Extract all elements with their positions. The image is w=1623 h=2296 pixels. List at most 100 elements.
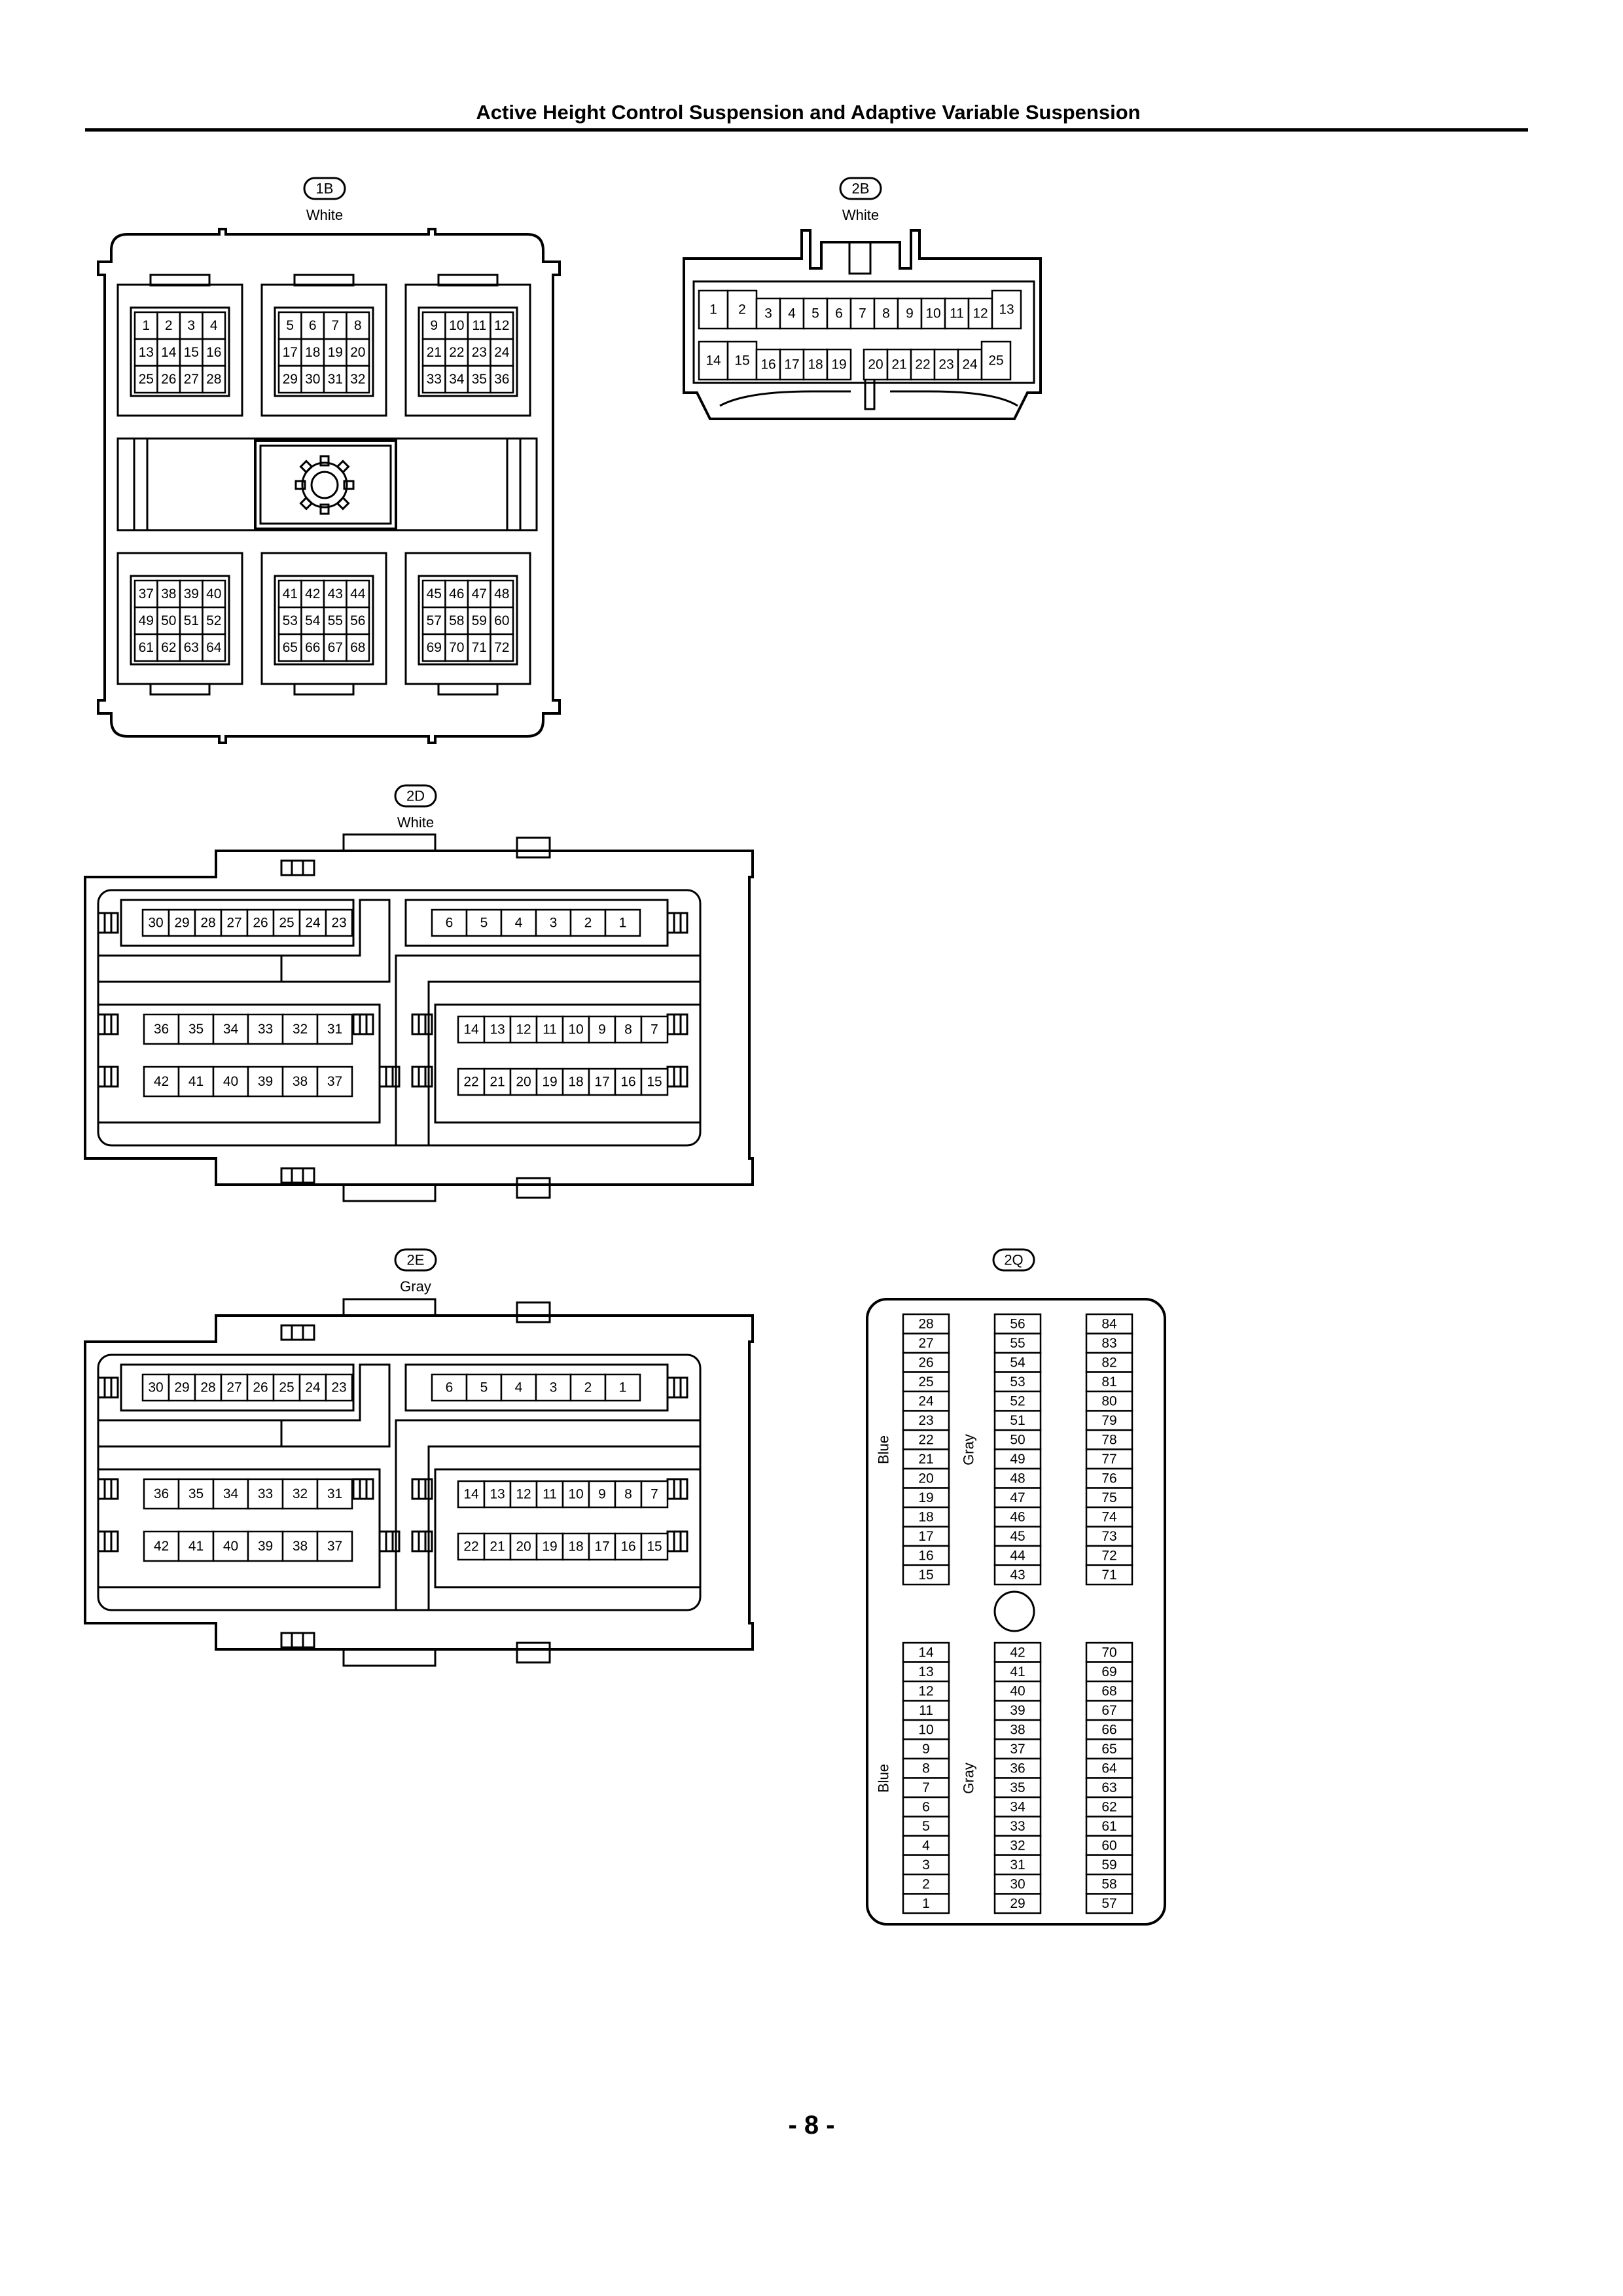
housing-comb <box>97 1478 119 1500</box>
pin-2d-15: 15 <box>647 1075 662 1090</box>
pin-block-frame <box>418 575 518 666</box>
pin-1b-6: 6 <box>309 318 317 333</box>
pin-2q-15-cell <box>902 1564 950 1586</box>
pin-2d-28: 28 <box>200 916 215 931</box>
pin-block-frame <box>274 575 374 666</box>
pin-2b-7-cell <box>849 297 876 330</box>
pin-block-frame <box>418 306 518 397</box>
pin-1b-49-cell <box>134 606 158 636</box>
pin-2e-2-cell <box>569 1373 607 1402</box>
block-top-left <box>120 1363 355 1412</box>
pin-2e-9: 9 <box>598 1487 606 1502</box>
pin-1b-50: 50 <box>161 613 176 628</box>
pin-2q-73: 73 <box>1101 1529 1116 1544</box>
housing-bottom-tab <box>342 1648 437 1667</box>
pin-1b-71: 71 <box>472 640 487 655</box>
pin-2d-32: 32 <box>293 1022 308 1037</box>
pin-2d-4: 4 <box>515 916 523 931</box>
pin-2q-18: 18 <box>918 1509 933 1524</box>
connector-2e-housing <box>84 1298 754 1667</box>
connector-2d-code: 2D <box>406 788 425 804</box>
pin-1b-32-cell <box>346 365 370 394</box>
pin-1b-71-cell <box>467 633 491 662</box>
housing-comb <box>352 1013 374 1035</box>
pin-2q-20: 20 <box>918 1471 933 1486</box>
pin-2d-25-cell <box>272 908 301 937</box>
connector-1b-code: 1B <box>316 181 334 197</box>
pin-2q-82-cell <box>1085 1352 1133 1373</box>
pin-2d-4-cell <box>500 908 537 937</box>
pin-1b-28: 28 <box>206 372 221 387</box>
pin-1b-53: 53 <box>283 613 298 628</box>
pin-2e-26: 26 <box>253 1380 268 1395</box>
connector-1b-latch-inner <box>259 444 392 525</box>
pin-2b-23-cell <box>933 348 959 381</box>
pin-2d-41-cell <box>177 1066 215 1098</box>
pin-2q-35: 35 <box>1010 1780 1025 1795</box>
pin-2q-47: 47 <box>1010 1490 1025 1505</box>
pin-2q-38: 38 <box>1010 1722 1025 1737</box>
pin-2d-29-cell <box>168 908 196 937</box>
pin-2q-17: 17 <box>918 1529 933 1544</box>
pin-2b-5-cell <box>802 297 829 330</box>
pin-2b-12-cell <box>967 297 993 330</box>
pin-2e-42-cell <box>143 1530 180 1562</box>
pin-2q-61: 61 <box>1101 1819 1116 1834</box>
pin-2d-25: 25 <box>279 916 294 931</box>
pin-2d-24: 24 <box>305 916 321 931</box>
pin-2b-25-cell <box>980 340 1012 381</box>
pin-2b-21: 21 <box>891 357 906 372</box>
pin-2q-69: 69 <box>1101 1664 1116 1679</box>
pin-1b-72-cell <box>490 633 514 662</box>
pin-2q-27: 27 <box>918 1336 933 1351</box>
pin-2q-80-cell <box>1085 1390 1133 1412</box>
pin-1b-31: 31 <box>328 372 343 387</box>
pin-2d-22: 22 <box>463 1075 478 1090</box>
pin-2q-77: 77 <box>1101 1452 1116 1467</box>
pin-2q-41: 41 <box>1010 1664 1025 1679</box>
pin-1b-12-cell <box>490 311 514 340</box>
pin-1b-13: 13 <box>139 345 154 360</box>
pin-2q-36-cell <box>993 1757 1042 1779</box>
pin-2d-41: 41 <box>188 1074 204 1089</box>
pin-1b-8: 8 <box>354 318 362 333</box>
pin-1b-15-cell <box>179 338 204 367</box>
pin-2e-21-cell <box>483 1532 512 1561</box>
housing-comb <box>378 1066 401 1088</box>
housing-comb <box>378 1530 401 1552</box>
pin-2q-19: 19 <box>918 1490 933 1505</box>
pin-1b-20-cell <box>346 338 370 367</box>
pin-2q-21: 21 <box>918 1452 933 1467</box>
pin-2e-41-cell <box>177 1530 215 1562</box>
block-middle-right <box>434 1003 702 1124</box>
pin-2q-79: 79 <box>1101 1413 1116 1428</box>
pin-2b-19-cell <box>826 348 852 381</box>
pin-2q-82: 82 <box>1101 1355 1116 1370</box>
pin-2b-24: 24 <box>962 357 978 372</box>
pin-2q-72: 72 <box>1101 1548 1116 1563</box>
pin-2q-47-cell <box>993 1487 1042 1509</box>
pin-2q-2-cell <box>902 1873 950 1895</box>
pin-2e-42: 42 <box>154 1539 169 1554</box>
pin-2q-15: 15 <box>918 1568 933 1583</box>
pin-2d-3-cell <box>535 908 572 937</box>
pin-2d-9-cell <box>588 1015 616 1044</box>
pin-1b-34-cell <box>444 365 469 394</box>
pin-2d-30-cell <box>141 908 170 937</box>
block-middle-right <box>434 1468 702 1588</box>
pin-1b-25-cell <box>134 365 158 394</box>
pin-2e-31-cell <box>316 1478 353 1510</box>
pin-2q-81: 81 <box>1101 1374 1116 1390</box>
pin-2d-17: 17 <box>594 1075 609 1090</box>
pin-1b-25: 25 <box>139 372 154 387</box>
pin-2d-16: 16 <box>620 1075 635 1090</box>
connector-1b-center-band <box>116 437 538 531</box>
connector-2d-color: White <box>397 814 434 831</box>
pin-2e-6-cell <box>431 1373 468 1402</box>
pin-2e-6: 6 <box>446 1380 454 1395</box>
pin-2b-12: 12 <box>972 306 988 321</box>
pin-2e-27-cell <box>220 1373 249 1402</box>
housing-rib <box>280 1167 315 1184</box>
